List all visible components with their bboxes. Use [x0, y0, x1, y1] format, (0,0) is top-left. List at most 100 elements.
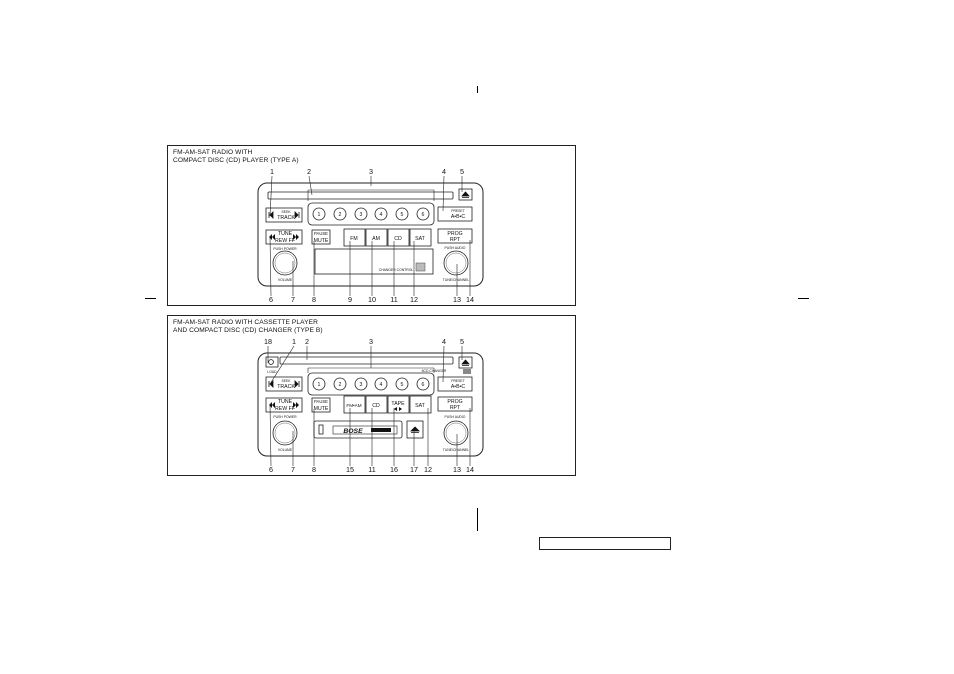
mute-label: MUTE	[314, 406, 329, 412]
title-line-1: FM-AM-SAT RADIO WITH CASSETTE PLAYER	[173, 319, 319, 326]
tape-button[interactable]	[387, 395, 410, 414]
skip-back-icon	[268, 380, 274, 388]
volume-label: VOLUME	[278, 278, 293, 282]
tune-channel-label: TUNE/CHANNEL	[443, 448, 469, 452]
preset-button-6[interactable]	[416, 377, 430, 391]
fm-am-button[interactable]	[343, 395, 366, 414]
leader-lines	[267, 345, 471, 467]
callout-8: 8	[312, 295, 316, 304]
cd-changer-slot[interactable]	[279, 356, 454, 365]
cd-label: CD	[372, 403, 380, 409]
seek-label: SEEK	[281, 379, 291, 383]
callout-6: 6	[269, 465, 273, 474]
callout-5: 5	[460, 337, 464, 346]
preset-strip	[307, 372, 435, 396]
track-label: TRACK	[277, 215, 295, 221]
rewind-icon	[269, 402, 275, 408]
preset-label-3: 3	[360, 382, 363, 388]
rew-ff-label: REW FF	[275, 406, 295, 412]
preset-button-5[interactable]	[395, 377, 409, 391]
tune-rew-ff-button[interactable]	[265, 229, 303, 245]
tune-channel-knob[interactable]	[443, 250, 469, 276]
callout-14: 14	[466, 295, 474, 304]
tune-rew-ff-button[interactable]	[265, 397, 303, 413]
skip-forward-icon	[294, 380, 300, 388]
cd-slot[interactable]	[267, 191, 454, 200]
footer-box	[539, 537, 671, 550]
bottom-center-mark	[477, 508, 478, 531]
preset-button-1[interactable]	[312, 207, 326, 221]
preset-button-4[interactable]	[374, 377, 388, 391]
seek-label: SEEK	[281, 210, 291, 214]
preset-label-6: 6	[422, 212, 425, 218]
eject-icon	[461, 359, 470, 366]
callout-12: 12	[424, 465, 432, 474]
track-label: TRACK	[277, 384, 295, 390]
right-margin-mark	[798, 298, 809, 299]
prog-rpt-button[interactable]	[437, 228, 473, 244]
callout-2: 2	[307, 167, 311, 176]
callout-1: 1	[292, 337, 296, 346]
sat-button[interactable]	[409, 228, 432, 247]
push-power-label: PUSH POWER	[273, 415, 297, 419]
preset-button-2[interactable]	[333, 377, 347, 391]
prog-rpt-button[interactable]	[437, 396, 473, 412]
preset-top-label: PRESET	[451, 379, 465, 383]
callout-15: 15	[346, 465, 354, 474]
fm-label: FM	[350, 236, 358, 242]
callout-4: 4	[442, 167, 446, 176]
preset-button-5[interactable]	[395, 207, 409, 221]
volume-knob[interactable]	[272, 420, 298, 446]
preset-button-4[interactable]	[374, 207, 388, 221]
preset-label-4: 4	[380, 382, 383, 388]
prog-label: PROG	[447, 399, 462, 405]
preset-button-1[interactable]	[312, 377, 326, 391]
callout-17: 17	[410, 465, 418, 474]
am-label: AM	[372, 236, 380, 242]
cassette-window-bar	[371, 428, 391, 432]
callout-3: 3	[369, 337, 373, 346]
rpt-label: RPT	[450, 237, 461, 243]
volume-label: VOLUME	[278, 448, 293, 452]
preset-abc-button[interactable]	[437, 206, 473, 222]
preset-label-2: 2	[339, 382, 342, 388]
seek-track-button[interactable]	[265, 207, 303, 223]
preset-button-6[interactable]	[416, 207, 430, 221]
sat-label: SAT	[415, 236, 426, 242]
pause-mute-button[interactable]	[311, 229, 331, 245]
callout-7: 7	[291, 295, 295, 304]
callout-18: 18	[264, 337, 272, 346]
push-audio-label: PUSH AUDIO	[445, 415, 466, 419]
preset-top-label: PRESET	[451, 209, 465, 213]
cd-indicator-icon	[463, 369, 471, 374]
left-margin-mark	[145, 298, 156, 299]
sat-label: SAT	[415, 403, 426, 409]
rewind-icon	[269, 234, 275, 240]
preset-label-1: 1	[318, 212, 321, 218]
volume-knob[interactable]	[272, 250, 298, 276]
preset-abc-button[interactable]	[437, 376, 473, 392]
pause-mute-button[interactable]	[311, 397, 331, 413]
prog-label: PROG	[447, 231, 462, 237]
preset-button-3[interactable]	[354, 207, 368, 221]
callout-14: 14	[466, 465, 474, 474]
preset-button-3[interactable]	[354, 377, 368, 391]
am-button[interactable]	[365, 228, 388, 247]
preset-button-2[interactable]	[333, 207, 347, 221]
cassette-door-tab	[318, 424, 324, 435]
callout-13: 13	[453, 295, 461, 304]
cd-button[interactable]	[365, 395, 388, 414]
cassette-eject-icon	[410, 426, 420, 433]
sat-button[interactable]	[409, 395, 432, 414]
tune-label: TUNE	[278, 231, 293, 237]
tune-channel-knob[interactable]	[443, 420, 469, 446]
callout-9: 9	[348, 295, 352, 304]
cd-button[interactable]	[387, 228, 410, 247]
load-button[interactable]	[265, 356, 279, 368]
callout-16: 16	[390, 465, 398, 474]
callout-11: 11	[368, 465, 375, 474]
title-line-1: FM-AM-SAT RADIO WITH	[173, 149, 253, 156]
seek-track-button[interactable]	[265, 376, 303, 392]
fm-button[interactable]	[343, 228, 366, 247]
figure-panel-type-b: FM-AM-SAT RADIO WITH CASSETTE PLAYER AND…	[167, 315, 576, 476]
